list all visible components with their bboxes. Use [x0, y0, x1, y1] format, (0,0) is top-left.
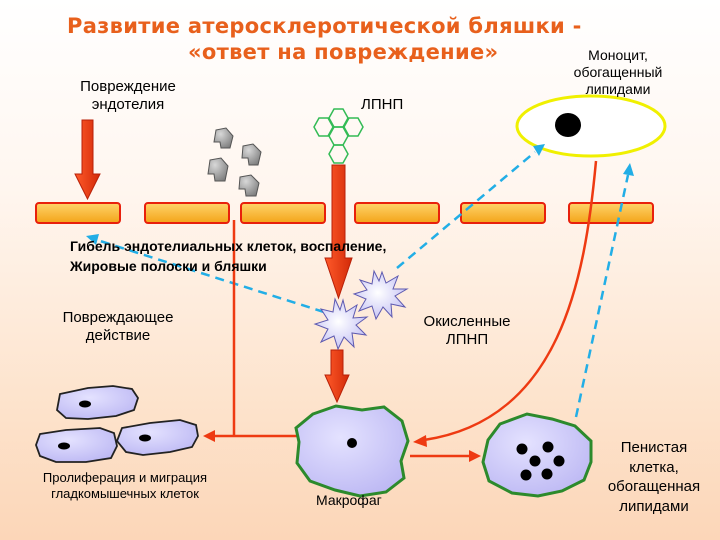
- endothelial-cell: [460, 202, 546, 224]
- cell-death-line1: Гибель эндотелиальных клеток, воспаление…: [70, 238, 387, 254]
- proliferation-label: Пролиферация и миграция гладкомышечных к…: [10, 470, 240, 501]
- monocyte-label-line1: Моноцит,: [588, 47, 648, 63]
- monocyte-label-line2: обогащенный: [573, 63, 663, 80]
- endothelial-cell: [144, 202, 230, 224]
- proliferation-line2: гладкомышечных клеток: [51, 485, 199, 501]
- foam-cell-line3: обогащенная: [607, 478, 701, 495]
- macrophage-to-foam-arrow: [410, 450, 481, 462]
- macrophage-to-smc-arrow: [203, 220, 298, 442]
- ldl-hexagon-cluster: [313, 108, 364, 164]
- platelet-icon: [241, 143, 262, 166]
- macrophage-nucleus: [347, 438, 357, 448]
- foam-cell-line1: Пенистая: [620, 439, 688, 456]
- diagram-title-line2: «ответ на повреждение»: [188, 40, 499, 64]
- foam-cell-line2: клетка,: [629, 458, 679, 476]
- smooth-muscle-cell: [56, 385, 139, 420]
- endothelial-cell: [568, 202, 654, 224]
- oxidized-ldl-label: Окисленные ЛПНП: [407, 313, 527, 349]
- endothelium-layer: [35, 202, 654, 224]
- foam-cell-line4: липидами: [619, 497, 689, 515]
- lipid-rich-monocyte: [515, 94, 667, 158]
- foam-cell: [481, 412, 593, 498]
- smooth-muscle-cell: [115, 419, 199, 456]
- cell-nucleus: [79, 400, 91, 408]
- foam-cell-label: Пенистая клетка, обогащенная липидами: [592, 438, 716, 516]
- dashed-arrow-to-endothelium: [86, 234, 325, 314]
- cell-nucleus: [58, 442, 70, 450]
- cell-death-line2: Жировые полоски и бляшки: [70, 258, 267, 275]
- smooth-muscle-cells: [35, 385, 199, 463]
- ldl-entry-arrow: [324, 164, 353, 300]
- oxidized-ldl-icon: [313, 297, 369, 351]
- endothelial-cell: [354, 202, 440, 224]
- endothelium-damage-line2: эндотелия: [91, 96, 165, 113]
- endothelial-cell: [35, 202, 121, 224]
- endothelial-cell: [240, 202, 326, 224]
- lipid-droplet: [541, 468, 553, 480]
- monocyte-nucleus: [555, 113, 581, 137]
- oxidized-ldl-line2: ЛПНП: [445, 331, 489, 348]
- ldl-label: ЛПНП: [361, 96, 404, 113]
- monocyte-label: Моноцит, обогащенный липидами: [553, 47, 683, 97]
- macrophage-cell: [294, 404, 410, 498]
- platelet-group: [207, 127, 262, 197]
- lipid-droplet: [516, 443, 528, 455]
- damaging-action-line2: действие: [85, 327, 151, 344]
- damaging-action-label: Повреждающее действие: [43, 309, 193, 345]
- oxidized-ldl-line1: Окисленные: [423, 313, 511, 330]
- platelet-icon: [207, 157, 229, 182]
- dashed-arrow-to-monocyte: [396, 144, 545, 269]
- platelet-icon: [238, 174, 260, 197]
- lipid-droplet: [520, 469, 532, 481]
- monocyte-label-line3: липидами: [585, 80, 651, 97]
- cell-nucleus: [139, 434, 151, 442]
- oxidized-ldl-icon: [352, 269, 409, 321]
- damage-arrow: [74, 119, 101, 201]
- endothelium-damage-line1: Повреждение: [80, 78, 176, 95]
- damaging-action-line1: Повреждающее: [62, 309, 174, 326]
- endothelium-damage-label: Повреждение эндотелия: [58, 78, 198, 114]
- oxidized-to-macrophage-arrow: [324, 349, 350, 404]
- diagram-title-line1: Развитие атеросклеротической бляшки -: [67, 14, 582, 38]
- monocyte-to-macrophage-arrow: [413, 160, 598, 447]
- lipid-droplet: [542, 441, 554, 453]
- lipid-droplet: [529, 455, 541, 467]
- smooth-muscle-cell: [35, 427, 118, 463]
- dashed-arrow-foam-to-monocyte: [574, 163, 634, 418]
- lipid-droplet: [553, 455, 565, 467]
- platelet-icon: [213, 127, 234, 149]
- proliferation-line1: Пролиферация и миграция: [42, 470, 208, 485]
- cell-death-label: Гибель эндотелиальных клеток, воспаление…: [70, 236, 386, 277]
- macrophage-label: Макрофаг: [316, 492, 382, 508]
